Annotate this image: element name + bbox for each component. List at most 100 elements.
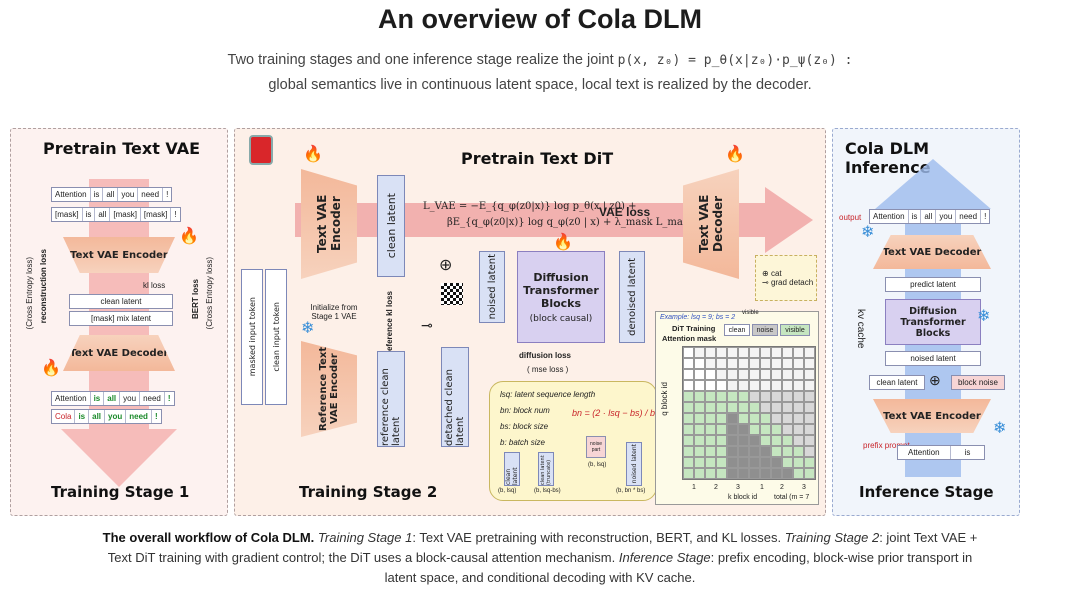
attention-mask-grid	[682, 346, 816, 480]
mask-cell	[727, 380, 738, 391]
mask-cell	[694, 424, 705, 435]
mask-cell	[782, 435, 793, 446]
stage1-top-tokens: Attention is all you need !	[51, 187, 173, 202]
mask-cell	[705, 468, 716, 479]
mask-cell	[705, 424, 716, 435]
diffusion-loss-label: diffusion loss	[519, 351, 571, 360]
mask-cell	[793, 347, 804, 358]
inference-decoder: Text VAE Decoder	[873, 235, 991, 269]
detached-clean-latent: detached clean latent	[441, 347, 469, 447]
mask-cell	[749, 457, 760, 468]
mini-noise-part: noise part	[586, 436, 606, 458]
stage1-label: Training Stage 1	[51, 483, 190, 501]
stage1-mix-latent: [mask] mix latent	[69, 311, 173, 326]
snowflake-icon: ❄	[861, 224, 875, 241]
vae-loss-label: VAE loss	[599, 205, 651, 219]
mask-cell	[749, 446, 760, 457]
mask-cell	[727, 468, 738, 479]
masked-input-token: masked input token	[241, 269, 263, 405]
mask-cell	[782, 424, 793, 435]
mask-cell	[782, 347, 793, 358]
subtitle-text: Two training stages and one inference st…	[227, 52, 614, 68]
mask-cell	[727, 358, 738, 369]
mask-cell	[760, 380, 771, 391]
mask-cell	[727, 347, 738, 358]
inference-input-tokens: Attention is	[897, 445, 986, 460]
mask-cell	[749, 402, 760, 413]
mask-cell	[782, 358, 793, 369]
mask-cell	[749, 347, 760, 358]
mask-cell	[738, 457, 749, 468]
mask-cell	[683, 446, 694, 457]
mask-cell	[694, 468, 705, 479]
mask-cell	[727, 457, 738, 468]
mask-legend-noise: noise	[752, 324, 778, 336]
mask-cell	[738, 369, 749, 380]
mask-cell	[683, 413, 694, 424]
mask-cell	[705, 457, 716, 468]
cola-can-icon	[249, 135, 273, 165]
mask-cell	[716, 380, 727, 391]
mask-cell	[727, 369, 738, 380]
mask-cell	[793, 446, 804, 457]
mask-cell	[782, 446, 793, 457]
mask-cell	[793, 358, 804, 369]
mask-cell	[804, 358, 815, 369]
mask-cell	[716, 457, 727, 468]
snowflake-icon: ❄	[301, 320, 315, 337]
flame-icon: 🔥	[725, 146, 745, 163]
stage2-panel: Pretrain Text DiT L_VAE = −E_{q_φ(z0|x)}…	[234, 128, 826, 516]
mask-cell	[694, 369, 705, 380]
mask-cell	[793, 424, 804, 435]
dit-blocks: Diffusion Transformer Blocks (block caus…	[517, 251, 605, 343]
mask-cell	[738, 413, 749, 424]
mask-cell	[760, 468, 771, 479]
mask-cell	[804, 435, 815, 446]
inference-panel: Cola DLM Inference output Attention is a…	[832, 128, 1020, 516]
mask-cell	[705, 358, 716, 369]
mask-cell	[760, 369, 771, 380]
stage2-clean-latent: clean latent	[377, 175, 405, 277]
mini-noised-latent: noised latent	[626, 442, 642, 486]
attention-mask-box: Example: lsq = 9; bs = 2 DiT Training At…	[655, 310, 819, 505]
mask-cell	[683, 358, 694, 369]
stage1-decoder: Text VAE Decoder	[63, 335, 175, 371]
mask-cell	[760, 347, 771, 358]
snowflake-icon: ❄	[993, 420, 1007, 437]
mask-cell	[683, 369, 694, 380]
mask-cell	[760, 358, 771, 369]
prefix-prompt-label: prefix prompt	[863, 441, 910, 450]
mask-cell	[782, 402, 793, 413]
mask-cell	[749, 413, 760, 424]
mask-cell	[793, 380, 804, 391]
mask-cell	[760, 435, 771, 446]
stage2-text-vae-encoder: Text VAE Encoder	[301, 169, 357, 279]
mask-cell	[716, 413, 727, 424]
mask-cell	[738, 468, 749, 479]
inference-output-tokens: Attention is all you need !	[869, 209, 991, 224]
mask-cell	[804, 380, 815, 391]
mask-cell	[793, 435, 804, 446]
mask-cell	[804, 413, 815, 424]
page-title: An overview of Cola DLM	[377, 4, 703, 34]
mask-cell	[694, 347, 705, 358]
mask-cell	[683, 457, 694, 468]
mask-cell	[760, 457, 771, 468]
mask-cell	[727, 435, 738, 446]
bert-loss-sub: (Cross Entropy loss)	[205, 257, 214, 330]
mask-cell	[694, 391, 705, 402]
mask-cell	[683, 435, 694, 446]
mask-cell	[727, 424, 738, 435]
mask-cell	[804, 347, 815, 358]
mask-cell	[683, 391, 694, 402]
mask-cell	[683, 468, 694, 479]
mask-cell	[705, 413, 716, 424]
reference-kl-loss: reference kl loss	[385, 291, 394, 355]
block-noise: block noise	[951, 375, 1005, 390]
mask-cell	[716, 435, 727, 446]
mask-cell	[716, 391, 727, 402]
mask-cell	[804, 446, 815, 457]
mask-cell	[804, 468, 815, 479]
mask-cell	[749, 369, 760, 380]
flame-icon: 🔥	[303, 146, 323, 163]
